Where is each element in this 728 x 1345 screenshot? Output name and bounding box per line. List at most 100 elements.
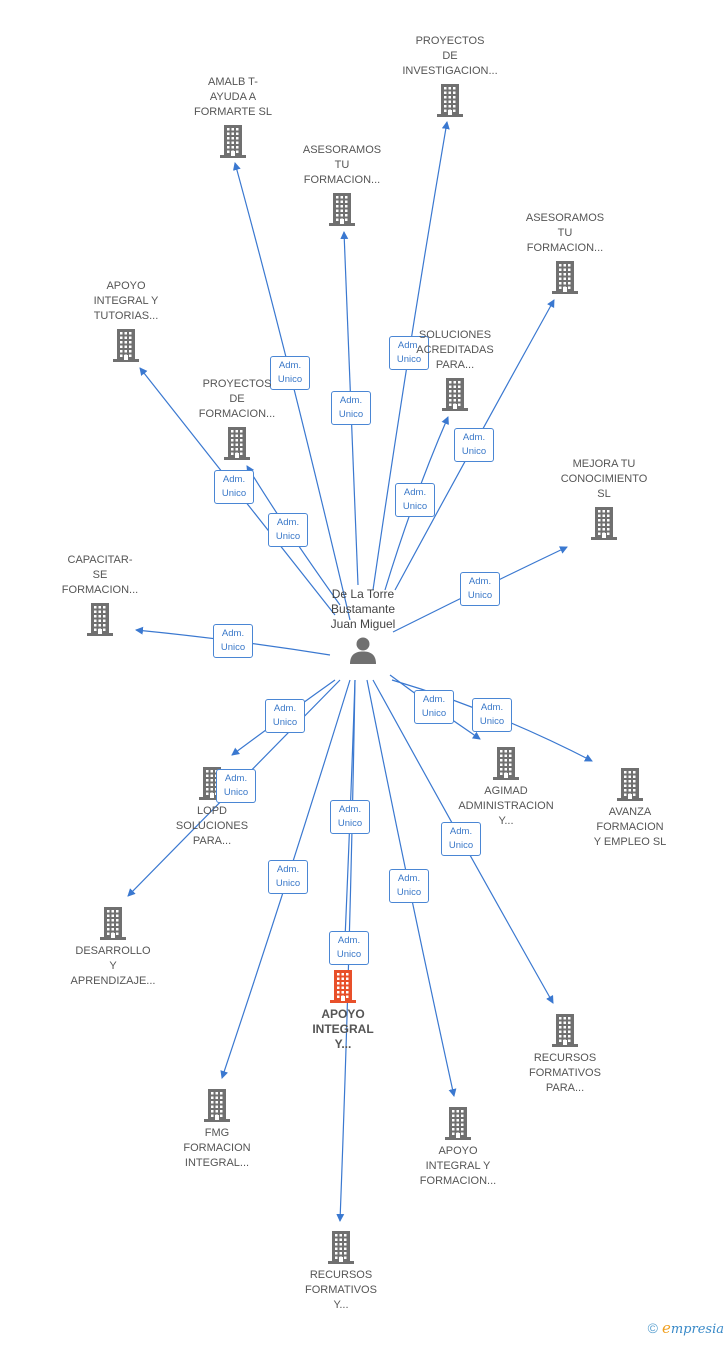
role-badge[interactable]: Adm.Unico xyxy=(330,800,370,834)
brand-name: mpresia xyxy=(670,1322,724,1337)
role-badge-line2: Unico xyxy=(396,354,422,365)
building-icon xyxy=(442,378,468,411)
building-icon xyxy=(552,1014,578,1047)
company-node[interactable]: LOPD SOLUCIONES PARA... xyxy=(147,765,277,849)
role-badge-line2: Unico xyxy=(275,878,301,889)
role-badge-line2: Unico xyxy=(421,708,447,719)
role-badge[interactable]: Adm. Unico xyxy=(395,483,435,517)
company-label: FMG FORMACION INTEGRAL... xyxy=(183,1127,251,1169)
company-node[interactable]: AVANZA FORMACION Y EMPLEO SL xyxy=(565,766,695,850)
role-badge-line1: Adm. xyxy=(468,576,492,587)
building-icon xyxy=(204,1089,230,1122)
company-label: DESARROLLO Y APRENDIZAJE... xyxy=(70,945,156,987)
role-badge-line2: Unico xyxy=(272,717,298,728)
role-badge[interactable]: Adm. Unico xyxy=(441,822,481,856)
company-node[interactable]: DESARROLLO Y APRENDIZAJE... xyxy=(48,905,178,989)
company-label: PROYECTOS DE FORMACION... xyxy=(198,378,276,420)
role-badge-line1: Adm. xyxy=(403,487,427,498)
company-node[interactable]: PROYECTOS DE INVESTIGACION... xyxy=(385,34,515,118)
role-badge-line1: Adm. xyxy=(480,702,504,713)
role-badge-line1: Adm. xyxy=(462,432,486,443)
company-label: ASESORAMOS TU FORMACION... xyxy=(302,144,382,186)
role-badge-line2: Unico xyxy=(402,501,428,512)
role-badge-line1: Adm. xyxy=(397,873,421,884)
building-icon xyxy=(617,768,643,801)
company-label: APOYO INTEGRAL Y... xyxy=(312,1007,374,1051)
copyright-symbol: © xyxy=(647,1320,658,1336)
company-node[interactable]: APOYO INTEGRAL Y FORMACION... xyxy=(393,1105,523,1189)
company-node[interactable]: APOYO INTEGRAL Y... xyxy=(278,968,408,1052)
role-badge[interactable]: Adm.Unico xyxy=(331,391,371,425)
role-badge[interactable]: Adm. Unico xyxy=(472,698,512,732)
building-icon xyxy=(328,1231,354,1264)
building-icon xyxy=(330,970,356,1003)
role-badge[interactable]: Adm. Unico xyxy=(454,428,494,462)
building-icon xyxy=(224,427,250,460)
company-label: ASESORAMOS TU FORMACION... xyxy=(525,212,605,254)
role-badge-line2: Unico xyxy=(336,949,362,960)
company-label: RECURSOS FORMATIVOS PARA... xyxy=(529,1052,601,1094)
role-badge-line2: Unico xyxy=(448,840,474,851)
role-badge[interactable]: Adm.Unico xyxy=(214,470,254,504)
role-badge-line2: Unico xyxy=(337,818,363,829)
role-badge[interactable]: Adm.Unico xyxy=(389,869,429,903)
role-badge-line2: Unico xyxy=(467,590,493,601)
company-label: LOPD SOLUCIONES PARA... xyxy=(175,805,249,847)
building-icon xyxy=(113,329,139,362)
company-node[interactable]: RECURSOS FORMATIVOS PARA... xyxy=(500,1012,630,1096)
role-badge-line2: Unico xyxy=(221,488,247,499)
role-badge-line2: Unico xyxy=(275,531,301,542)
company-node[interactable]: PROYECTOS DE FORMACION... xyxy=(172,377,302,461)
company-label: AVANZA FORMACION Y EMPLEO SL xyxy=(593,806,667,848)
brand-e: e xyxy=(661,1319,671,1337)
role-badge[interactable]: Adm. Unico xyxy=(268,860,308,894)
footer-brand[interactable]: ©empresia xyxy=(648,1319,724,1337)
role-badge-line1: Adm. xyxy=(397,340,421,351)
role-badge-line2: Unico xyxy=(338,409,364,420)
company-node[interactable]: ASESORAMOS TU FORMACION... xyxy=(277,143,407,227)
company-label: PROYECTOS DE INVESTIGACION... xyxy=(402,35,498,77)
building-icon xyxy=(591,507,617,540)
role-badge[interactable]: Adm.Unico xyxy=(329,931,369,965)
role-badge[interactable]: Adm. Unico xyxy=(460,572,500,606)
role-badge[interactable]: Adm.Unico xyxy=(414,690,454,724)
company-label: AGIMAD ADMINISTRACION Y... xyxy=(458,785,554,827)
role-badge[interactable]: Adm. Unico xyxy=(265,699,305,733)
company-node[interactable]: AMALB T- AYUDA A FORMARTE SL xyxy=(168,75,298,159)
role-badge[interactable]: Adm.Unico xyxy=(270,356,310,390)
company-node[interactable]: APOYO INTEGRAL Y TUTORIAS... xyxy=(61,279,191,363)
building-icon xyxy=(220,125,246,158)
company-label: CAPACITAR- SE FORMACION... xyxy=(61,554,139,596)
building-icon xyxy=(445,1107,471,1140)
company-node[interactable]: MEJORA TU CONOCIMIENTO SL xyxy=(539,457,669,541)
role-badge-line1: Adm. xyxy=(221,628,245,639)
building-icon xyxy=(437,84,463,117)
role-badge[interactable]: Adm. Unico xyxy=(389,336,429,370)
role-badge-line2: Unico xyxy=(479,716,505,727)
company-label: SOLUCIONES ACREDITADAS PARA... xyxy=(416,329,494,371)
company-node[interactable]: FMG FORMACION INTEGRAL... xyxy=(152,1087,282,1171)
role-badge-line1: Adm. xyxy=(449,826,473,837)
role-badge-line1: Adm. xyxy=(278,360,302,371)
company-node[interactable]: RECURSOS FORMATIVOS Y... xyxy=(276,1229,406,1313)
role-badge-line2: Unico xyxy=(223,787,249,798)
role-badge-line1: Adm. xyxy=(276,517,300,528)
company-node[interactable]: SOLUCIONES ACREDITADAS PARA... xyxy=(390,328,520,412)
role-badge[interactable]: Adm. Unico xyxy=(268,513,308,547)
company-node[interactable]: ASESORAMOS TU FORMACION... xyxy=(500,211,630,295)
role-badge-line2: Unico xyxy=(220,642,246,653)
person-name: De La Torre Bustamante Juan Miguel xyxy=(330,587,396,631)
company-label: APOYO INTEGRAL Y FORMACION... xyxy=(419,1145,497,1187)
role-badge[interactable]: Adm. Unico xyxy=(213,624,253,658)
person-icon xyxy=(350,637,376,664)
role-badge-line1: Adm. xyxy=(276,864,300,875)
company-node[interactable]: CAPACITAR- SE FORMACION... xyxy=(35,553,165,637)
company-node[interactable]: AGIMAD ADMINISTRACION Y... xyxy=(441,745,571,829)
role-badge-line2: Unico xyxy=(461,446,487,457)
building-icon xyxy=(87,603,113,636)
building-icon xyxy=(329,193,355,226)
building-icon xyxy=(552,261,578,294)
role-badge[interactable]: Adm.Unico xyxy=(216,769,256,803)
person-node[interactable]: De La Torre Bustamante Juan Miguel xyxy=(298,587,428,665)
role-badge-line1: Adm. xyxy=(273,703,297,714)
